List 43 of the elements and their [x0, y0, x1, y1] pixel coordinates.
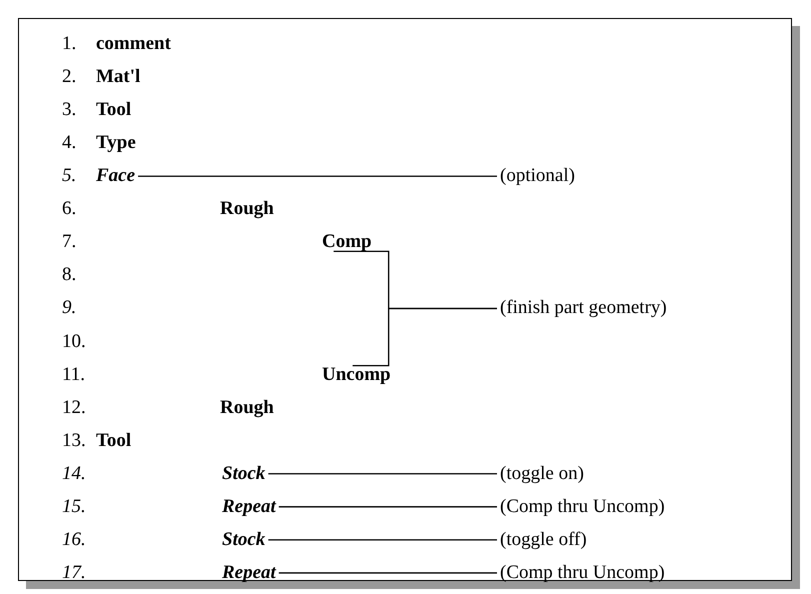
note-text: (Comp thru Uncomp) — [500, 562, 665, 584]
command-text: Stock — [222, 462, 266, 485]
note-text: (finish part geometry) — [500, 297, 667, 320]
leader-line — [268, 539, 497, 541]
line-number: 7. — [62, 231, 76, 254]
command-text: Repeat — [222, 496, 276, 518]
line-number: 14. — [62, 462, 86, 485]
line-number: 11. — [62, 364, 86, 386]
command-text: Repeat — [222, 562, 276, 584]
line-number: 16. — [62, 528, 86, 551]
list-item: Rough — [220, 396, 274, 419]
note-text: (optional) — [500, 165, 575, 188]
list-item: Tool — [96, 99, 132, 122]
list-item: Mat'l — [96, 66, 140, 88]
command-text: Comp — [322, 231, 372, 254]
line-number: 6. — [62, 198, 76, 220]
leader-line — [278, 572, 497, 574]
leader-line — [138, 176, 497, 177]
line-number: 4. — [62, 132, 76, 154]
leader-line — [352, 308, 497, 366]
line-number: 1. — [62, 33, 76, 55]
line-number: 3. — [62, 99, 76, 122]
command-text: Uncomp — [322, 364, 391, 386]
list-item: Rough — [220, 198, 274, 220]
line-number: 9. — [62, 297, 76, 320]
command-text: Face — [96, 165, 136, 188]
line-number: 8. — [62, 264, 76, 286]
line-number: 13. — [62, 430, 86, 452]
note-text: (toggle on) — [500, 462, 584, 485]
list-item: Tool — [96, 430, 132, 452]
line-number: 2. — [62, 66, 76, 88]
list-item: Type — [96, 132, 136, 154]
line-number: 17. — [62, 562, 86, 584]
leader-line — [268, 473, 497, 474]
command-text: Stock — [222, 528, 266, 551]
line-number: 5. — [62, 165, 76, 188]
note-text: (Comp thru Uncomp) — [500, 496, 665, 518]
leader-line — [278, 506, 497, 508]
list-item: comment — [96, 33, 171, 55]
note-text: (toggle off) — [500, 528, 587, 551]
line-number: 10. — [62, 330, 86, 353]
line-number: 15. — [62, 496, 86, 518]
line-number: 12. — [62, 396, 86, 419]
